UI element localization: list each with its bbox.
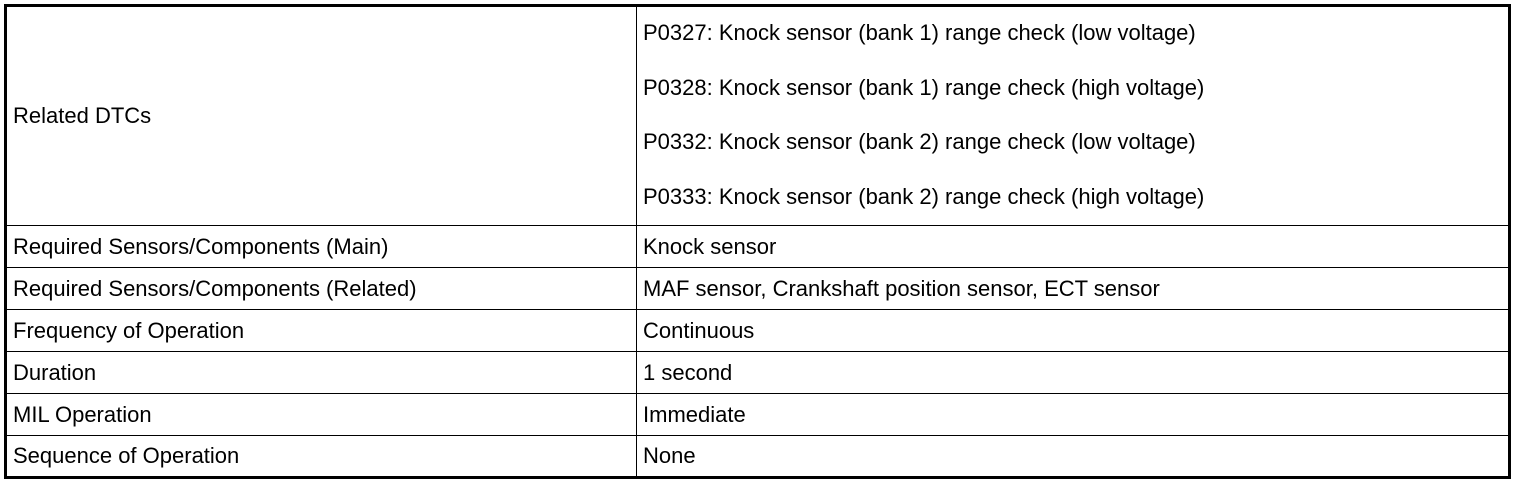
row-value: 1 second xyxy=(636,351,1510,394)
row-label: Sequence of Operation xyxy=(5,435,637,478)
table-row-required-related: Required Sensors/Components (Related) MA… xyxy=(5,267,1510,310)
monitor-spec-table: Related DTCs P0327: Knock sensor (bank 1… xyxy=(4,4,1511,479)
table-row-sequence: Sequence of Operation None xyxy=(5,435,1510,478)
row-label: Frequency of Operation xyxy=(5,309,637,352)
table-row-required-main: Required Sensors/Components (Main) Knock… xyxy=(5,225,1510,268)
table-row-frequency: Frequency of Operation Continuous xyxy=(5,309,1510,352)
row-value: Continuous xyxy=(636,309,1510,352)
row-value: Knock sensor xyxy=(636,225,1510,268)
dtc-item: P0333: Knock sensor (bank 2) range check… xyxy=(643,183,1205,209)
dtc-list-cell: P0327: Knock sensor (bank 1) range check… xyxy=(636,5,1510,226)
dtc-item: P0327: Knock sensor (bank 1) range check… xyxy=(643,20,1196,45)
row-label: Duration xyxy=(5,351,637,394)
row-value: MAF sensor, Crankshaft position sensor, … xyxy=(636,267,1510,310)
dtc-list: P0327: Knock sensor (bank 1) range check… xyxy=(643,7,1508,225)
row-label: Required Sensors/Components (Main) xyxy=(5,225,637,268)
row-value: None xyxy=(636,435,1510,478)
table-row-duration: Duration 1 second xyxy=(5,351,1510,394)
table-row-mil-operation: MIL Operation Immediate xyxy=(5,393,1510,436)
row-label: MIL Operation xyxy=(5,393,637,436)
row-label: Related DTCs xyxy=(5,5,637,226)
dtc-item: P0328: Knock sensor (bank 1) range check… xyxy=(643,74,1205,100)
dtc-item: P0332: Knock sensor (bank 2) range check… xyxy=(643,129,1196,154)
row-label: Required Sensors/Components (Related) xyxy=(5,267,637,310)
table-row-related-dtcs: Related DTCs P0327: Knock sensor (bank 1… xyxy=(5,5,1510,226)
row-value: Immediate xyxy=(636,393,1510,436)
